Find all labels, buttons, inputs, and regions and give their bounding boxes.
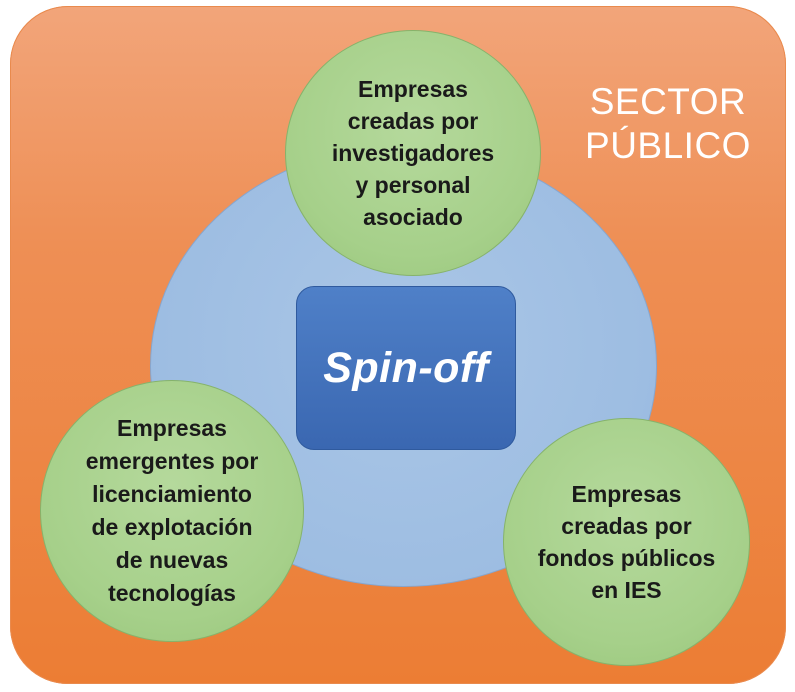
circle-researchers-text: Empresas creadas por investigadores y pe… <box>332 73 494 233</box>
circle-licensing-line: de explotación <box>91 514 253 540</box>
spin-off-box: Spin-off <box>296 286 516 450</box>
sector-label-line-2: PÚBLICO <box>585 125 751 166</box>
circle-public-funds-line: fondos públicos <box>537 545 716 571</box>
circle-researchers-line: investigadores <box>331 140 495 166</box>
circle-public-funds-line: creadas por <box>561 513 692 539</box>
circle-licensing-line: emergentes por <box>85 448 259 474</box>
circle-researchers-line: creadas por <box>347 108 479 134</box>
circle-public-funds: Empresas creadas por fondos públicos en … <box>503 418 750 666</box>
circle-researchers: Empresas creadas por investigadores y pe… <box>285 30 541 276</box>
circle-licensing-line: de nuevas <box>115 547 229 573</box>
circle-public-funds-text: Empresas creadas por fondos públicos en … <box>538 478 716 606</box>
sector-label-line-1: SECTOR <box>589 81 747 122</box>
circle-public-funds-line: Empresas <box>571 481 682 507</box>
circle-licensing-text: Empresas emergentes por licenciamiento d… <box>86 412 259 610</box>
circle-licensing: Empresas emergentes por licenciamiento d… <box>40 380 304 642</box>
spin-off-label: Spin-off <box>323 343 489 392</box>
circle-licensing-line: licenciamiento <box>92 481 252 507</box>
sector-label: SECTOR PÚBLICO <box>578 80 758 168</box>
circle-researchers-line: Empresas <box>358 76 468 102</box>
circle-licensing-line: tecnologías <box>108 580 236 606</box>
circle-public-funds-line: en IES <box>591 577 662 603</box>
circle-researchers-line: asociado <box>363 204 463 230</box>
circle-researchers-line: y personal <box>355 172 471 198</box>
circle-licensing-line: Empresas <box>117 415 227 441</box>
